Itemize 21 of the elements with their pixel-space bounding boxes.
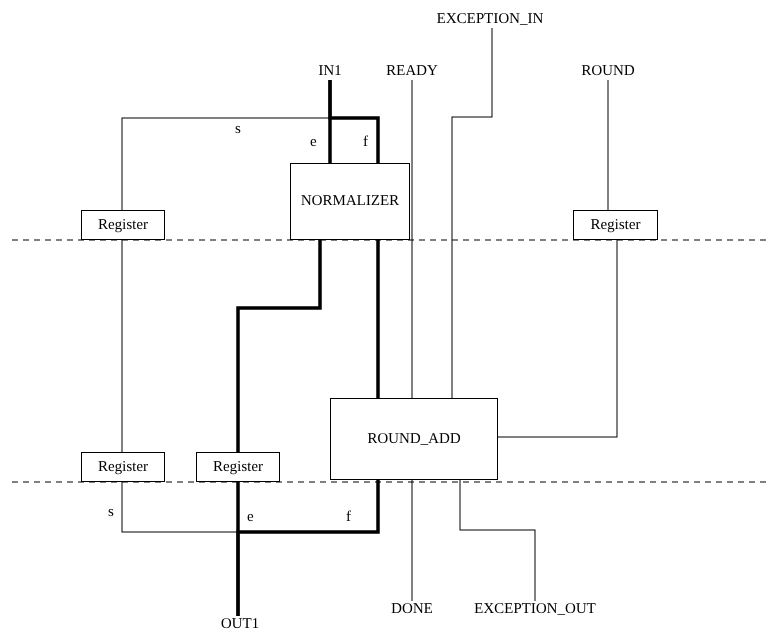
signal-name: OUT1 [220,616,260,633]
wire [236,480,380,616]
register-block: Register [81,452,165,482]
signal-name: READY [386,63,438,80]
wire [236,240,322,452]
signal-name: ROUND [581,63,635,80]
function-block: NORMALIZER [290,163,410,240]
wire [460,480,536,602]
signal-name: EXCEPTION_OUT [474,601,596,618]
wire [376,240,380,398]
wire [328,80,380,163]
register-block: Register [81,210,165,240]
wire [452,28,492,398]
function-block: ROUND_ADD [330,398,498,480]
register-block: Register [573,210,658,240]
signal-name: EXCEPTION_IN [436,11,544,28]
register-block: Register [196,452,280,482]
wire [122,482,238,616]
signal-name: DONE [391,601,433,618]
wire [498,240,618,438]
signal-name: IN1 [318,63,342,80]
